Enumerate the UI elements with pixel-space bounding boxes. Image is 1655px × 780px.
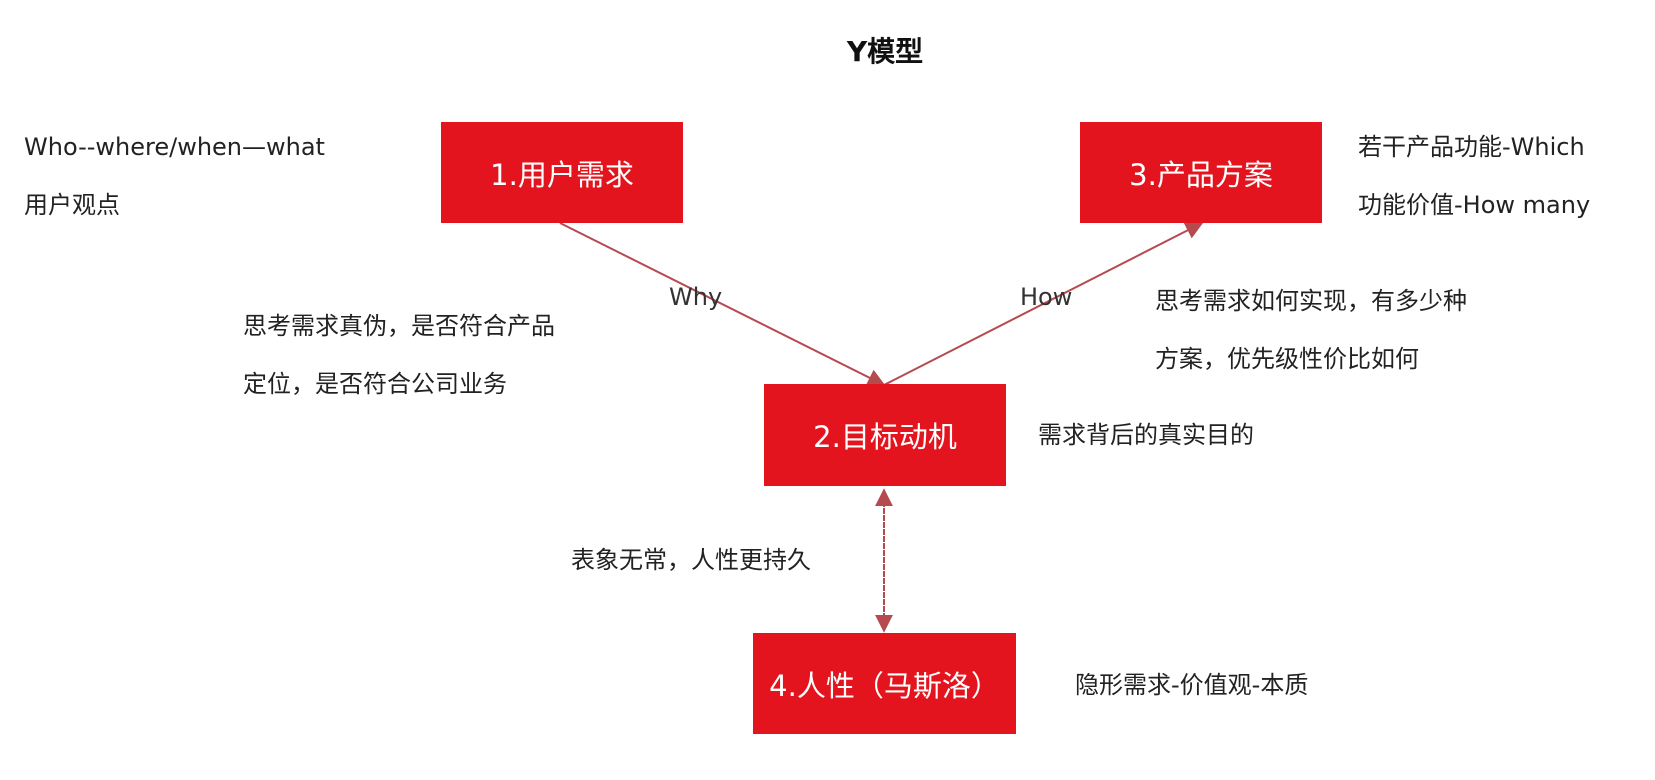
arrow-need-to-motive xyxy=(559,222,886,386)
note-line: 定位，是否符合公司业务 xyxy=(243,370,507,398)
box-goal-motive: 2.目标动机 xyxy=(764,384,1006,486)
note-line: 用户观点 xyxy=(24,191,120,219)
diagram-title: Y模型 xyxy=(846,35,924,68)
note-human: 表象无常，人性更持久 xyxy=(571,546,811,574)
note-line: Who--where/when—what xyxy=(24,133,325,161)
note-line: 功能价值-How many xyxy=(1358,191,1591,219)
note-line: 思考需求真伪，是否符合产品 xyxy=(243,312,555,340)
box-user-need: 1.用户需求 xyxy=(441,122,683,223)
box-product-plan: 3.产品方案 xyxy=(1080,122,1322,223)
note-line: 方案，优先级性价比如何 xyxy=(1155,345,1419,373)
box-human-nature: 4.人性（马斯洛） xyxy=(753,633,1016,734)
edge-label-how: How xyxy=(1020,283,1073,311)
arrow-motive-to-plan xyxy=(883,222,1204,386)
note-line: 思考需求如何实现，有多少种 xyxy=(1155,287,1467,315)
note-nature: 隐形需求-价值观-本质 xyxy=(1075,671,1309,699)
note-product-features: 若干产品功能-Which 功能价值-How many xyxy=(1358,118,1590,234)
note-motive: 需求背后的真实目的 xyxy=(1038,421,1254,449)
note-line: 若干产品功能-Which xyxy=(1358,133,1585,161)
edge-label-why: Why xyxy=(669,283,723,311)
note-user-view: Who--where/when—what 用户观点 xyxy=(24,118,325,234)
note-how-description: 思考需求如何实现，有多少种 方案，优先级性价比如何 xyxy=(1155,272,1467,388)
note-why-description: 思考需求真伪，是否符合产品 定位，是否符合公司业务 xyxy=(243,297,555,413)
